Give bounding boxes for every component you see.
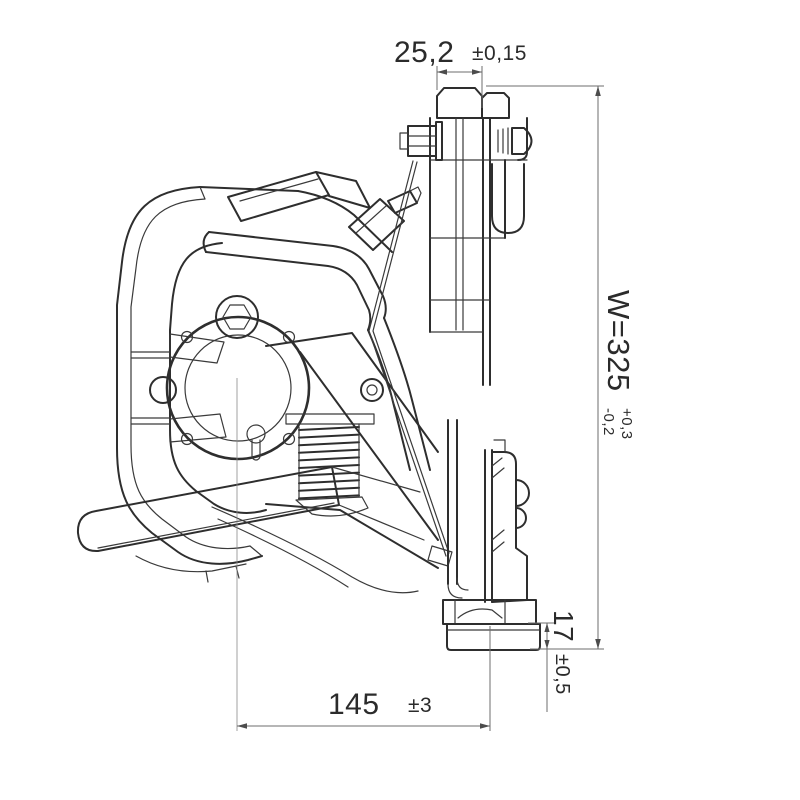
handle-bar [76, 466, 425, 583]
coupling-pin-column [399, 87, 533, 386]
mounting-foot [442, 599, 541, 651]
lock-mechanism [149, 295, 384, 461]
mounting-flange [447, 419, 530, 603]
dim-pin-width-tolerance: ±0,15 [472, 42, 527, 65]
body-web [211, 332, 439, 594]
hex-bolt-icon [215, 295, 259, 339]
dim-foot-height-value: 17 [548, 610, 579, 642]
dim-pin-width: 25,2 ±0,15 [394, 36, 527, 108]
dome-nut [511, 127, 533, 155]
dim-center-offset: 145 ±3 [237, 626, 491, 731]
dim-overall-width-label: W=325 [601, 290, 636, 392]
dim-overall-width-tol-lower: -0,2 [600, 408, 617, 436]
dim-foot-height: 17 ±0,5 [528, 610, 579, 712]
dim-overall-width: W=325 +0,3 -0,2 [486, 85, 636, 650]
dim-overall-width-tol-upper: +0,3 [618, 408, 635, 440]
release-lever [202, 171, 431, 471]
dim-center-offset-value: 145 [328, 688, 380, 721]
dimension-annotations: 25,2 ±0,15 W=325 +0,3 -0,2 17 ±0,5 [236, 36, 636, 731]
dim-foot-height-tolerance: ±0,5 [551, 654, 573, 695]
clamp-bolt-head [407, 125, 437, 157]
coil-spring [285, 413, 375, 517]
dim-pin-width-value: 25,2 [394, 36, 454, 69]
funnel-bell [116, 186, 393, 565]
dim-center-offset-tolerance: ±3 [408, 694, 432, 717]
